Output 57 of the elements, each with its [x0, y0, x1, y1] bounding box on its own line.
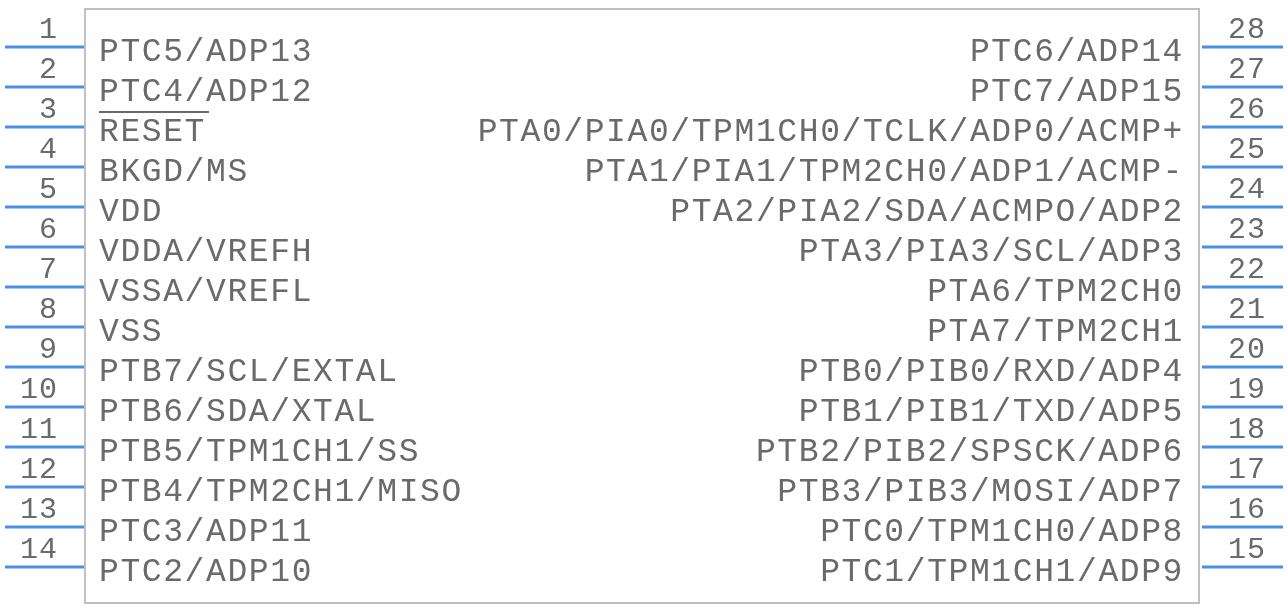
pin-number: 7 — [39, 255, 58, 285]
pin-name: PTB7/SCL/EXTAL — [99, 355, 399, 391]
pin-name: PTB6/SDA/XTAL — [99, 395, 378, 431]
pin-name: PTB2/PIB2/SPSCK/ADP6 — [755, 435, 1184, 471]
pin-name: VDDA/VREFH — [99, 235, 314, 271]
pin-name: PTA0/PIA0/TPM1CH0/TCLK/ADP0/ACMP+ — [477, 115, 1184, 151]
pin-number: 21 — [1228, 295, 1266, 325]
pin-number: 25 — [1228, 135, 1266, 165]
pin-number: 17 — [1228, 455, 1266, 485]
pin-name: PTC4/ADP12 — [99, 75, 314, 111]
pin-name: BKGD/MS — [99, 155, 249, 191]
pin-number: 5 — [39, 175, 58, 205]
pin-name: PTA7/TPM2CH1 — [927, 315, 1184, 351]
pin-name: PTC7/ADP15 — [969, 75, 1184, 111]
pin-number: 20 — [1228, 335, 1266, 365]
pin-number: 13 — [20, 495, 58, 525]
pin-number: 2 — [39, 55, 58, 85]
chip-body — [84, 8, 1200, 604]
pin-number: 3 — [39, 95, 58, 125]
pin-number: 11 — [20, 415, 58, 445]
pin-name: PTB1/PIB1/TXD/ADP5 — [798, 395, 1184, 431]
pin-number: 14 — [20, 535, 58, 565]
pin-name: RESET — [99, 115, 207, 151]
pin-name: VSS — [99, 315, 164, 351]
pin-name: PTB0/PIB0/RXD/ADP4 — [798, 355, 1184, 391]
pin-name: PTC3/ADP11 — [99, 515, 314, 551]
pin-number: 12 — [20, 455, 58, 485]
pin-number: 22 — [1228, 255, 1266, 285]
pin-number: 4 — [39, 135, 58, 165]
pin-name: PTC5/ADP13 — [99, 35, 314, 71]
pin-number: 24 — [1228, 175, 1266, 205]
pin-name: PTA3/PIA3/SCL/ADP3 — [798, 235, 1184, 271]
pin-number: 19 — [1228, 375, 1266, 405]
pin-name: PTC2/ADP10 — [99, 555, 314, 591]
pin-name: VSSA/VREFL — [99, 275, 314, 311]
pin-name: PTC0/TPM1CH0/ADP8 — [820, 515, 1184, 551]
pin-number: 6 — [39, 215, 58, 245]
pin-number: 27 — [1228, 55, 1266, 85]
pin-number: 26 — [1228, 95, 1266, 125]
pin-name: PTB3/PIB3/MOSI/ADP7 — [777, 475, 1184, 511]
pin-name: VDD — [99, 195, 164, 231]
pin-number: 23 — [1228, 215, 1266, 245]
pin-name: PTA2/PIA2/SDA/ACMPO/ADP2 — [670, 195, 1184, 231]
pin-number: 10 — [20, 375, 58, 405]
pin-number: 16 — [1228, 495, 1266, 525]
pin-number: 15 — [1228, 535, 1266, 565]
pin-number: 18 — [1228, 415, 1266, 445]
pin-number: 9 — [39, 335, 58, 365]
pin-name: PTA1/PIA1/TPM2CH0/ADP1/ACMP- — [584, 155, 1184, 191]
pin-name: PTA6/TPM2CH0 — [927, 275, 1184, 311]
pin-name: PTB5/TPM1CH1/SS — [99, 435, 421, 471]
pin-number: 8 — [39, 295, 58, 325]
pin-name: PTB4/TPM2CH1/MISO — [99, 475, 463, 511]
pin-number: 28 — [1228, 15, 1266, 45]
pin-name: PTC6/ADP14 — [969, 35, 1184, 71]
pin-number: 1 — [39, 15, 58, 45]
pin-name: PTC1/TPM1CH1/ADP9 — [820, 555, 1184, 591]
